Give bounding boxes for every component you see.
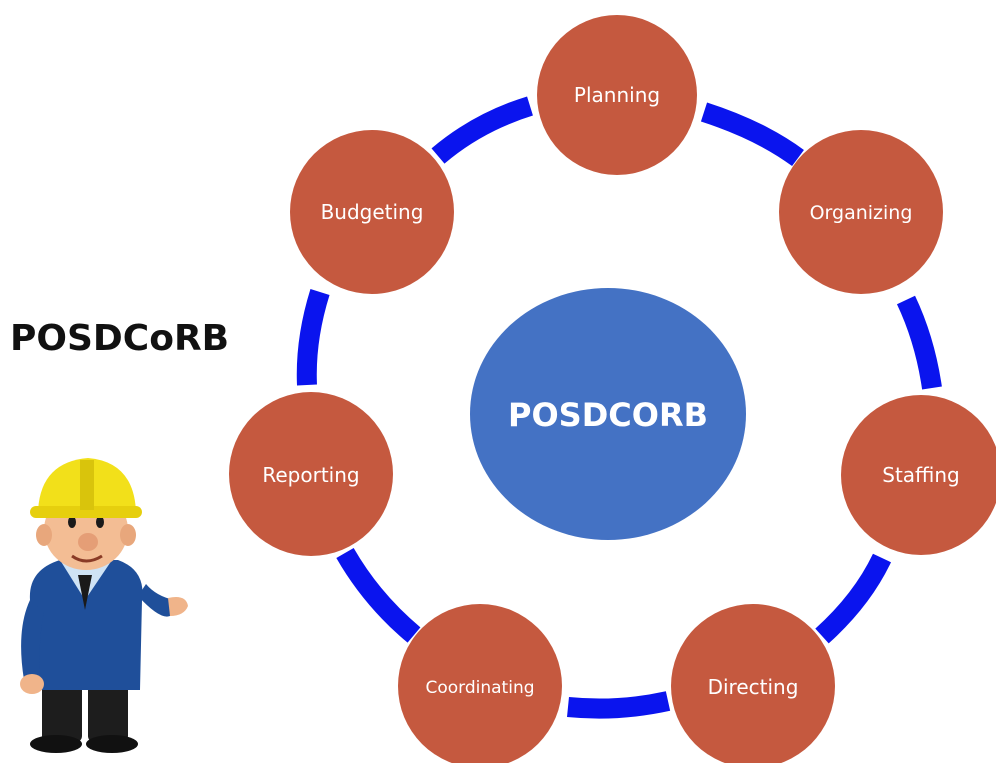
node-planning-circle (537, 15, 697, 175)
connector-coordinating-reporting (336, 547, 421, 643)
node-coordinating-label: Coordinating (425, 678, 534, 698)
node-planning: Planning (537, 15, 697, 175)
node-planning-label: Planning (574, 83, 660, 107)
node-reporting: Reporting (229, 392, 393, 556)
node-directing-label: Directing (708, 675, 799, 699)
connector-planning-organizing (700, 102, 804, 167)
center-circle (470, 288, 746, 540)
node-organizing: Organizing (779, 130, 943, 294)
node-directing-circle (671, 604, 835, 767)
node-organizing-label: Organizing (810, 202, 913, 224)
center-node: POSDCORB (470, 288, 746, 540)
node-organizing-circle (779, 130, 943, 294)
node-staffing-label: Staffing (882, 463, 960, 487)
connector-budgeting-planning (431, 96, 534, 164)
connector-reporting-budgeting (296, 289, 330, 386)
node-staffing-circle (841, 395, 996, 555)
side-title: POSDCoRB (10, 318, 230, 359)
node-reporting-circle (229, 392, 393, 556)
construction-worker-icon (20, 458, 188, 753)
node-budgeting-circle (290, 130, 454, 294)
node-staffing: Staffing (841, 395, 996, 555)
connector-group (296, 96, 942, 719)
node-coordinating-circle (398, 604, 562, 767)
center-label: POSDCORB (508, 396, 708, 434)
connector-staffing-directing (815, 553, 892, 644)
connector-organizing-staffing (896, 295, 942, 390)
node-directing: Directing (671, 604, 835, 767)
node-budgeting-label: Budgeting (321, 200, 424, 224)
connector-directing-coordinating (567, 691, 671, 719)
node-coordinating: Coordinating (398, 604, 562, 767)
node-reporting-label: Reporting (262, 463, 359, 487)
node-budgeting: Budgeting (290, 130, 454, 294)
